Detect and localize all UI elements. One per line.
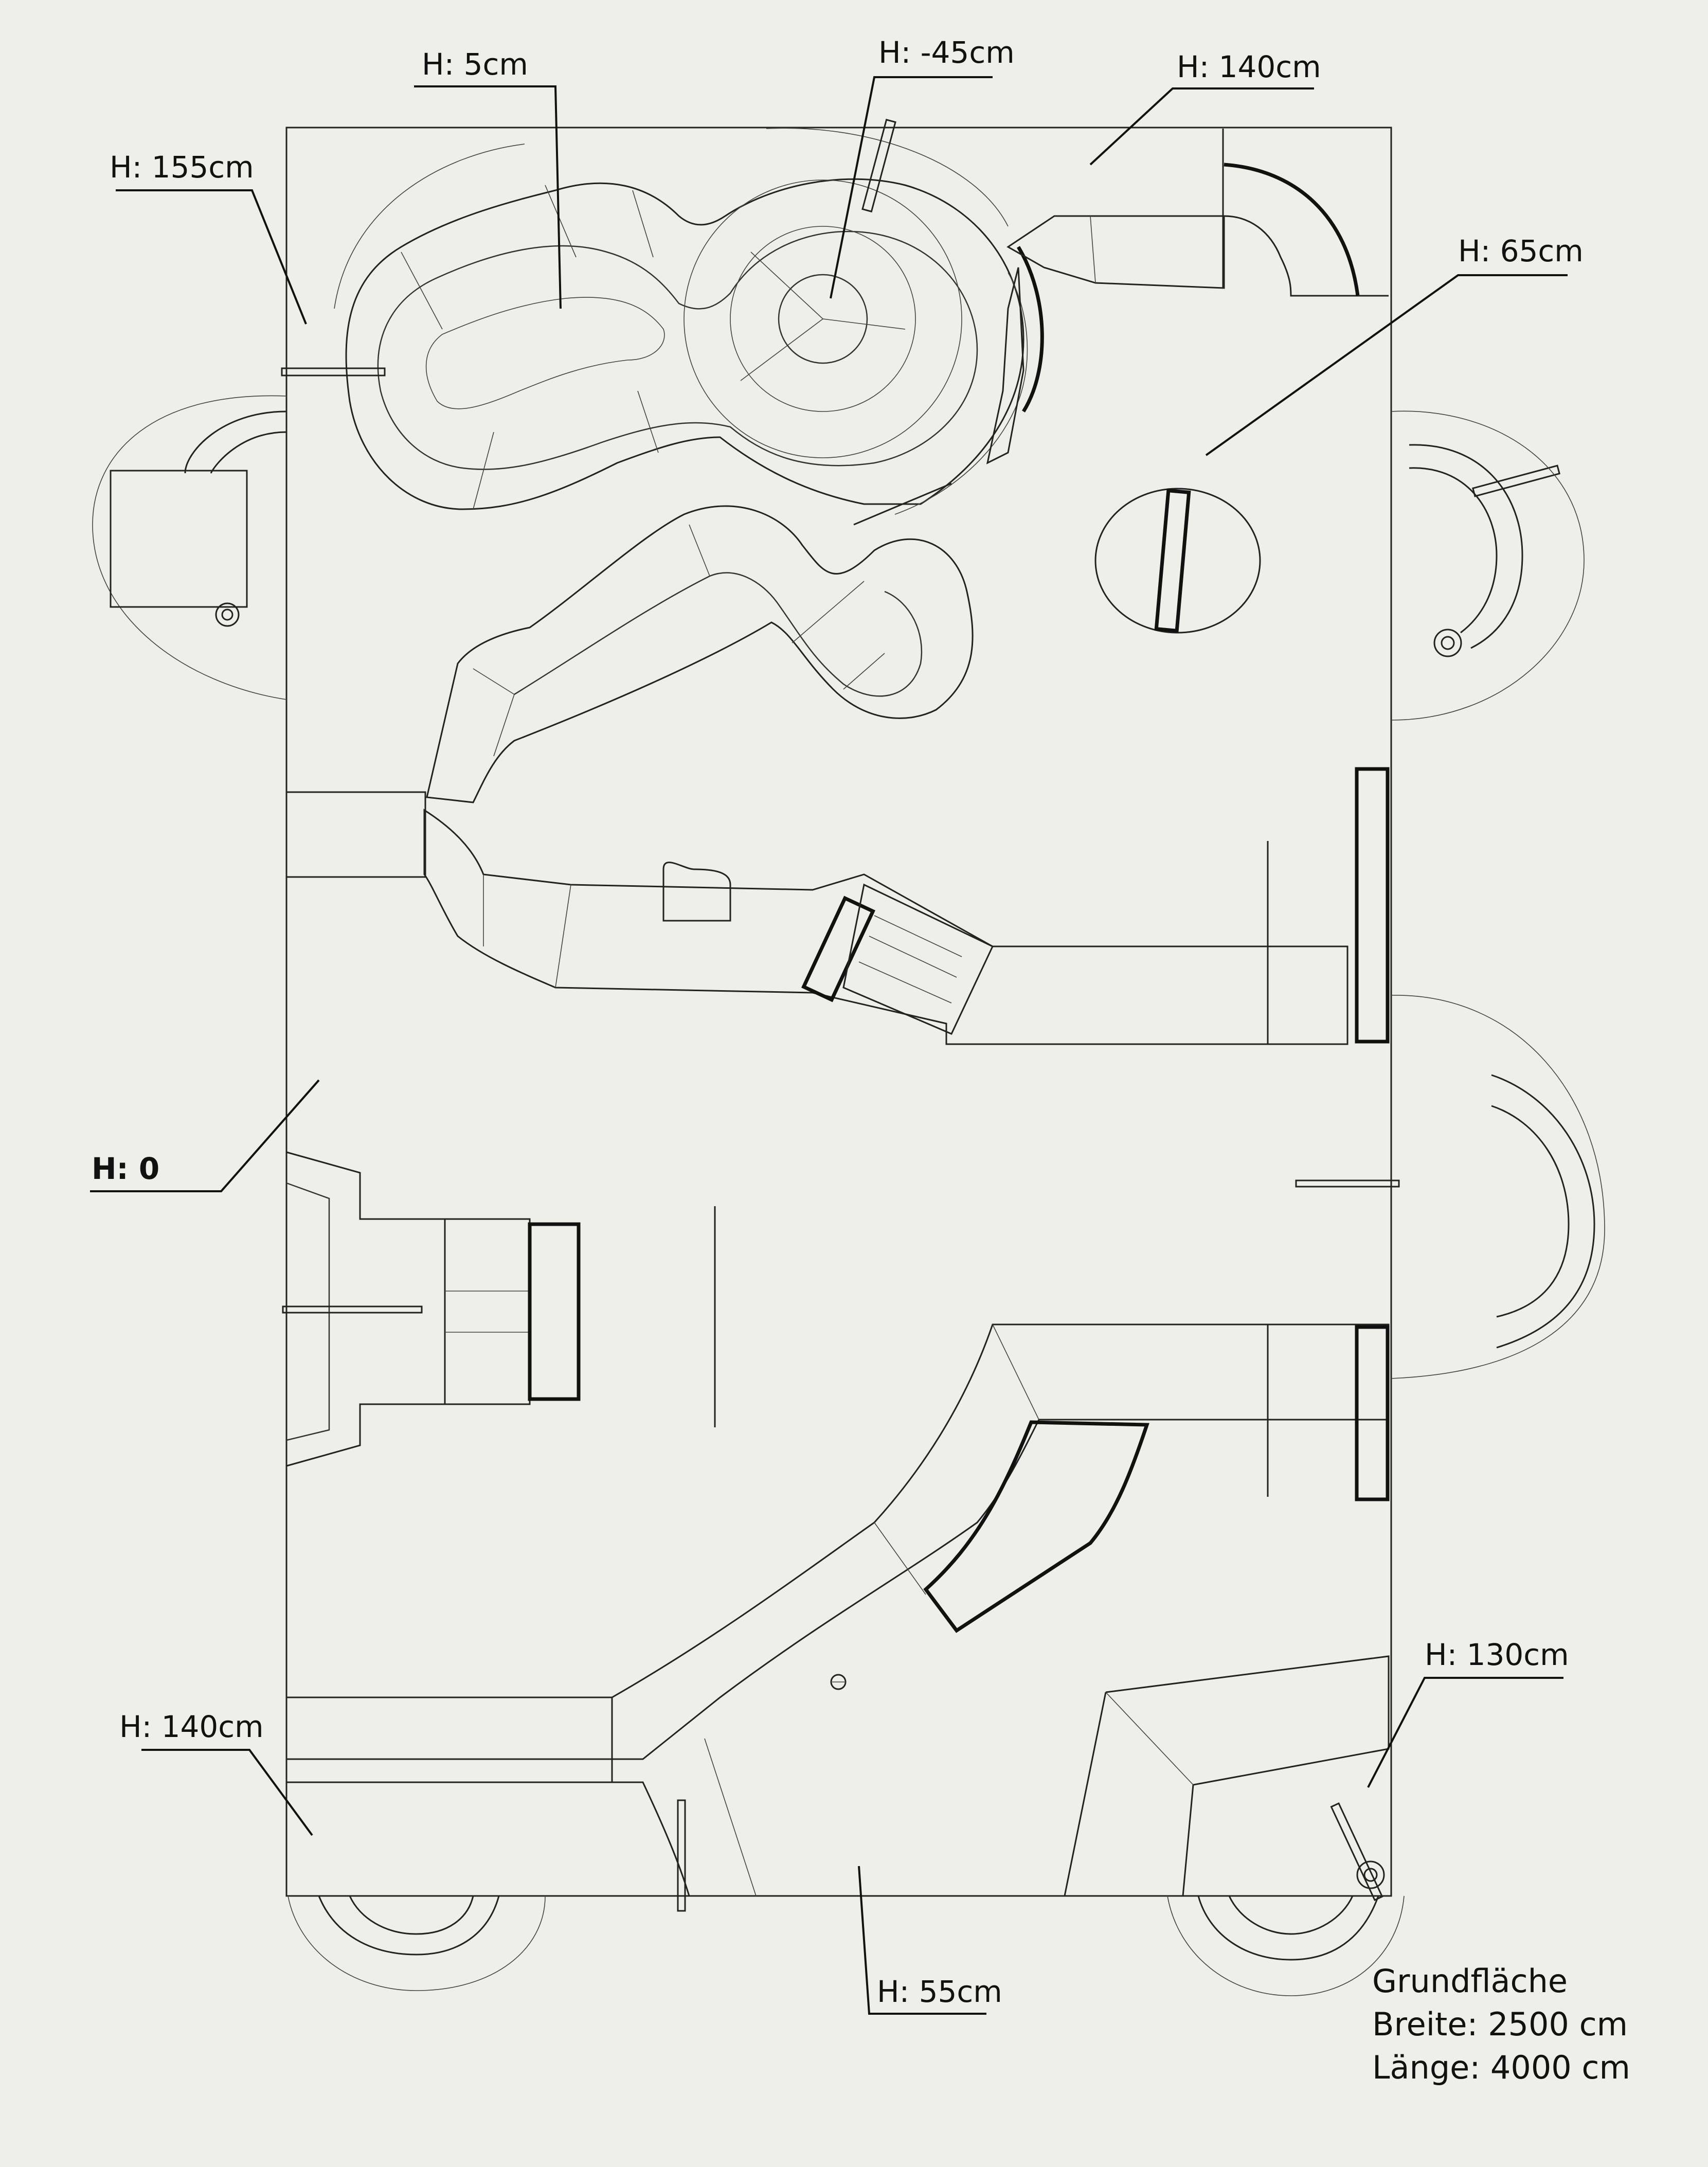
label-h140-bottom: H: 140cm [119, 1709, 313, 1836]
info-title: Grundfläche [1372, 1962, 1568, 2000]
bank-ramp-center [423, 767, 1390, 1045]
label-h5: H: 5cm [414, 47, 562, 309]
label-h55: H: 55cm [858, 1866, 1002, 2015]
label-h65: H: 65cm [1205, 234, 1584, 456]
snake-ramp-middle [426, 505, 974, 803]
bottom-left-ramp [286, 1738, 757, 1912]
svg-text:H: 5cm: H: 5cm [422, 47, 528, 82]
label-h140-top: H: 140cm [1089, 49, 1321, 166]
rail-top [861, 118, 896, 213]
manual-pad [285, 791, 426, 878]
kicker-left [282, 1151, 581, 1467]
svg-text:H: 0: H: 0 [92, 1151, 159, 1186]
dimensions-info: Grundfläche Breite: 2500 cm Länge: 4000 … [1372, 1960, 1630, 2089]
info-length: Länge: 4000 cm [1372, 2049, 1630, 2086]
info-width: Breite: 2500 cm [1372, 2005, 1628, 2043]
label-h130: H: 130cm [1367, 1637, 1569, 1788]
svg-text:H: 155cm: H: 155cm [110, 150, 254, 185]
svg-text:H: 140cm: H: 140cm [1177, 49, 1321, 84]
svg-text:H: 140cm: H: 140cm [119, 1709, 264, 1744]
corner-quarter-pipe [1006, 129, 1389, 297]
svg-text:H: 55cm: H: 55cm [877, 1974, 1002, 2009]
ground-boundary [285, 127, 1392, 1897]
label-hminus45: H: -45cm [830, 35, 1015, 299]
funbox-lower [285, 1323, 1390, 1782]
right-extension-middle [1295, 995, 1605, 1379]
label-h0: H: 0 [90, 1079, 320, 1192]
circle-ramp [1094, 464, 1561, 634]
left-extension [92, 395, 287, 700]
bottom-right-ramp [1064, 1655, 1390, 1902]
right-extension-top [1391, 410, 1585, 721]
svg-text:H: 130cm: H: 130cm [1425, 1637, 1569, 1672]
svg-text:H: -45cm: H: -45cm [878, 35, 1015, 70]
snake-bowl [334, 128, 1044, 526]
bottom-left-extension [287, 1895, 546, 1991]
svg-text:H: 65cm: H: 65cm [1458, 234, 1584, 268]
rail-left-top [281, 367, 386, 377]
label-h155: H: 155cm [110, 150, 307, 325]
bottom-right-extension [1167, 1895, 1405, 1996]
